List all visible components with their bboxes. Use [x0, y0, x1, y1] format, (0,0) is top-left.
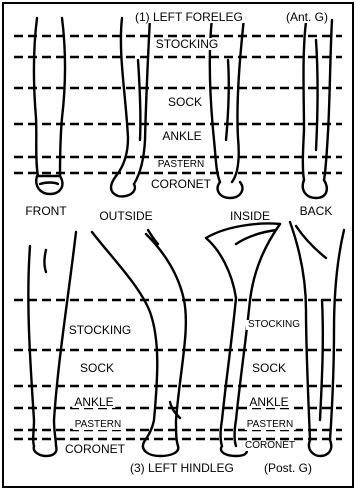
hindleg-left-stocking-label: STOCKING: [67, 324, 133, 336]
hindleg-front-view: [28, 232, 76, 456]
foreleg-ankle-label: ANKLE: [160, 130, 203, 142]
hindleg-back-view: [290, 222, 344, 456]
foreleg-back-view: [303, 20, 332, 198]
hindleg-title: (3) LEFT HINDLEG: [128, 462, 236, 474]
hindleg-right-coronet-label: CORONET: [243, 441, 297, 451]
view-inside-label: INSIDE: [228, 210, 272, 222]
foreleg-front-view: [34, 18, 65, 194]
view-back-label: BACK: [298, 205, 335, 217]
hindleg-right-sock-label: SOCK: [250, 362, 288, 374]
hindleg-right-stocking-label: STOCKING: [246, 320, 302, 330]
hindleg-right-ankle-label: ANKLE: [247, 396, 290, 408]
view-front-label: FRONT: [23, 205, 68, 217]
hindleg-right-pastern-label: PASTERN: [245, 420, 296, 430]
foreleg-tag: (Ant. G): [284, 11, 330, 23]
foreleg-title: (1) LEFT FORELEG: [133, 11, 245, 23]
hindleg-tag: (Post. G): [262, 462, 314, 474]
view-outside-label: OUTSIDE: [97, 210, 154, 222]
hindleg-left-sock-label: SOCK: [78, 362, 116, 374]
foreleg-stocking-label: STOCKING: [154, 38, 220, 50]
foreleg-outside-view: [111, 18, 150, 196]
hindleg-left-coronet-label: CORONET: [63, 443, 127, 455]
foreleg-sock-label: SOCK: [166, 96, 204, 108]
foreleg-pastern-label: PASTERN: [156, 160, 207, 170]
hindleg-left-ankle-label: ANKLE: [72, 396, 115, 408]
foreleg-coronet-label: CORONET: [149, 178, 213, 190]
hindleg-left-pastern-label: PASTERN: [73, 420, 124, 430]
